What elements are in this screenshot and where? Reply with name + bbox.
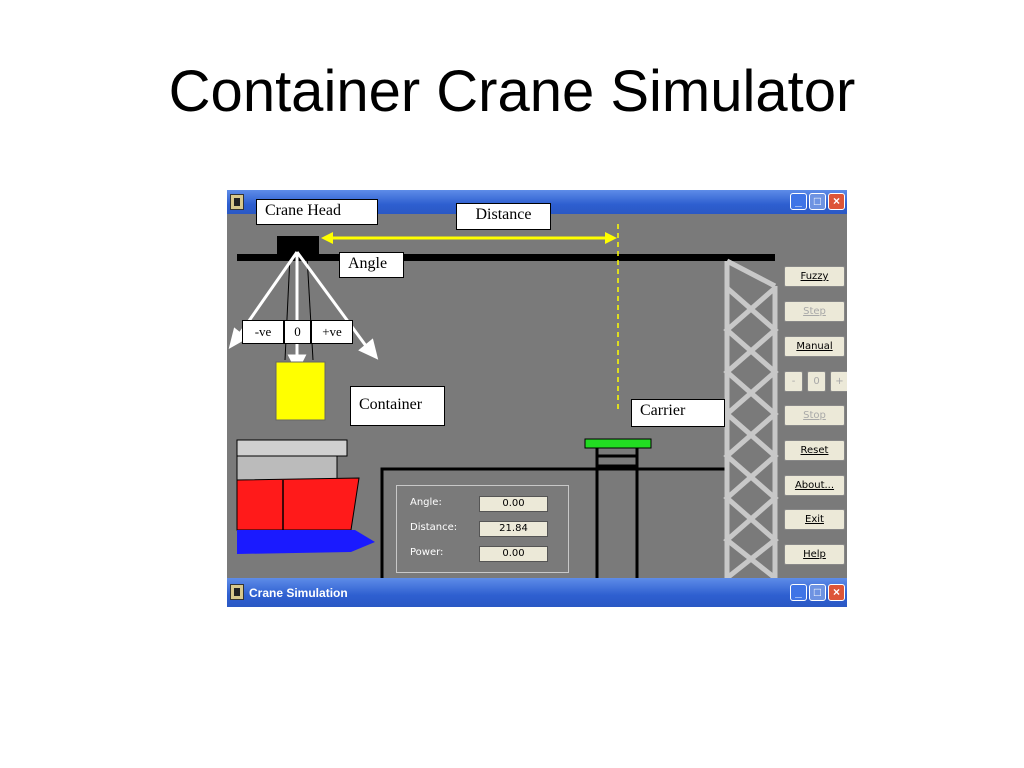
distance-arrow (321, 232, 617, 244)
crane-simulation-window: _ □ × (227, 190, 847, 607)
crane-tower (723, 258, 779, 578)
crane-rail (237, 254, 775, 261)
angle-label: Angle: (410, 497, 442, 508)
angle-value: 0.00 (479, 496, 548, 512)
distance-label: Distance: (410, 522, 458, 533)
close-icon[interactable]: × (828, 193, 845, 210)
crane-app-icon (230, 194, 244, 210)
slide-title: Container Crane Simulator (168, 59, 856, 124)
reset-button[interactable]: Reset (784, 440, 845, 461)
power-label: Power: (410, 547, 444, 558)
close-icon[interactable]: × (828, 584, 845, 601)
zero-button[interactable]: 0 (807, 371, 826, 392)
fuzzy-button[interactable]: Fuzzy (784, 266, 845, 287)
minimize-icon[interactable]: _ (790, 584, 807, 601)
cable-left (284, 255, 291, 361)
maximize-icon[interactable]: □ (809, 584, 826, 601)
label-distance: Distance (456, 203, 551, 230)
window-title: Crane Simulation (249, 586, 348, 600)
power-zero-box[interactable]: 0 (284, 320, 311, 344)
maximize-icon[interactable]: □ (809, 193, 826, 210)
ship (236, 439, 375, 554)
plus-button[interactable]: + (830, 371, 847, 392)
stop-button[interactable]: Stop (784, 405, 845, 426)
help-button[interactable]: Help (784, 544, 845, 565)
label-carrier: Carrier (631, 399, 725, 427)
power-positive-box[interactable]: +ve (311, 320, 353, 344)
minus-button[interactable]: - (784, 371, 803, 392)
exit-button[interactable]: Exit (784, 509, 845, 530)
container-box (275, 361, 326, 421)
about-button[interactable]: About... (784, 475, 845, 496)
readout-panel: Angle: 0.00 Distance: 21.84 Power: 0.00 (396, 485, 569, 573)
minimize-icon[interactable]: _ (790, 193, 807, 210)
crane-head (277, 236, 319, 256)
step-button[interactable]: Step (784, 301, 845, 322)
label-angle: Angle (339, 252, 404, 278)
power-negative-box[interactable]: -ve (242, 320, 284, 344)
label-crane-head: Crane Head (256, 199, 378, 225)
carrier-vehicle (584, 438, 652, 578)
label-container: Container (350, 386, 445, 426)
dock (380, 467, 727, 578)
window-titlebar-bottom[interactable]: Crane Simulation _ □ × (227, 578, 847, 607)
crane-app-icon (230, 584, 244, 600)
power-value: 0.00 (479, 546, 548, 562)
manual-button[interactable]: Manual (784, 336, 845, 357)
distance-value: 21.84 (479, 521, 548, 537)
crane-scene (228, 224, 779, 578)
